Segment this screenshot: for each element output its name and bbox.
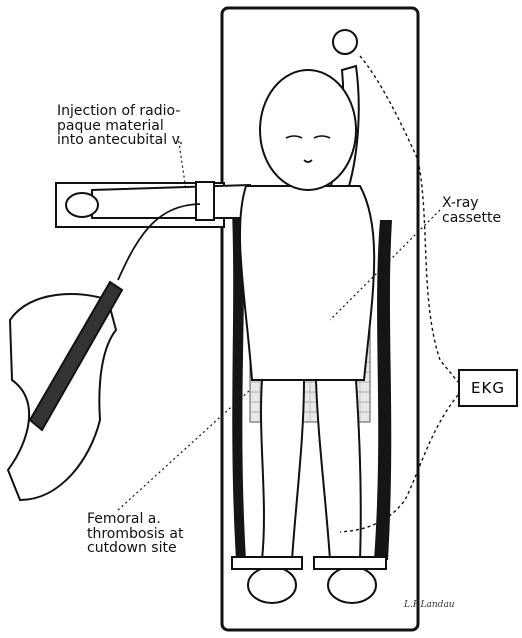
wrist-restraint	[196, 182, 214, 220]
right-foot	[328, 567, 376, 603]
xray-cassette-label: X-ray cassette	[442, 196, 501, 225]
ekg-label: EKG	[471, 379, 505, 397]
extended-arm	[92, 185, 250, 218]
femoral-thrombosis-label: Femoral a. thrombosis at cutdown site	[87, 512, 183, 556]
raised-hand	[333, 30, 357, 54]
left-ankle-restraint	[232, 557, 302, 569]
syringe-hand	[8, 204, 200, 500]
artist-signature: L.F.Landau	[404, 600, 455, 610]
injection-label: Injection of radio- paque material into …	[57, 104, 183, 148]
left-foot	[248, 567, 296, 603]
torso	[240, 186, 374, 380]
left-hand	[66, 193, 98, 217]
head	[260, 70, 356, 190]
ekg-box: EKG	[458, 369, 518, 407]
right-ankle-restraint	[314, 557, 386, 569]
